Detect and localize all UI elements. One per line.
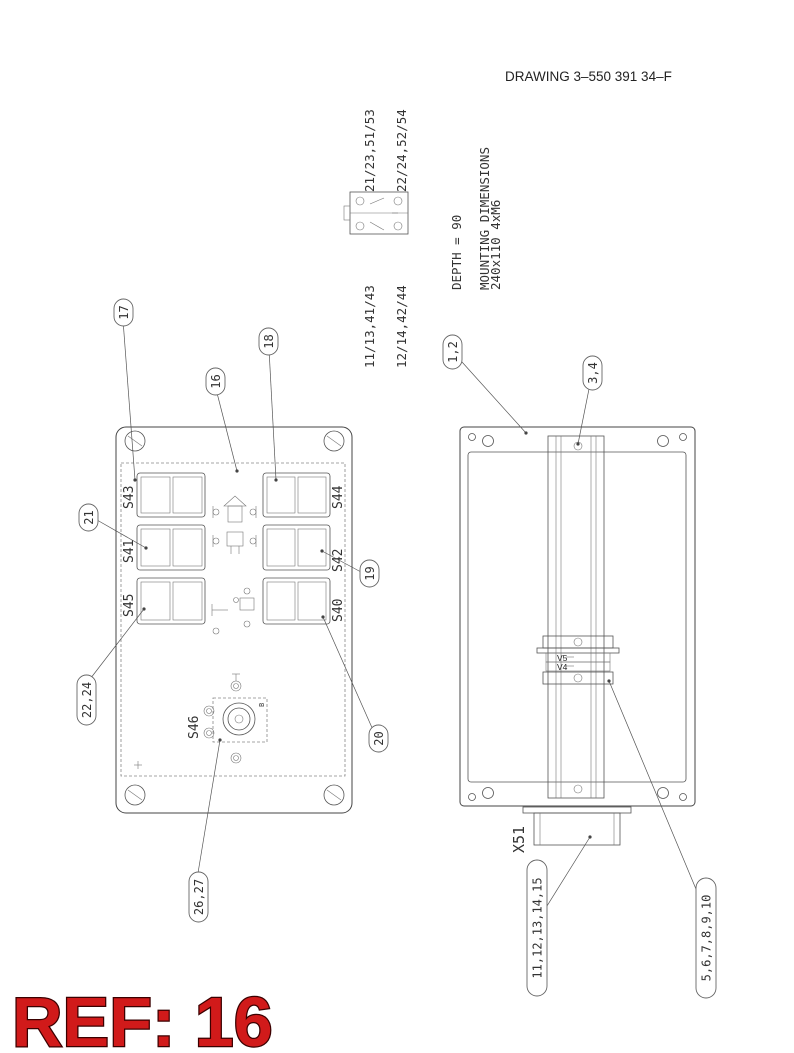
contact-block-symbol bbox=[343, 191, 409, 235]
button-s42 bbox=[262, 524, 331, 571]
svg-text:18: 18 bbox=[262, 334, 276, 348]
svg-text:11,12,13,14,15: 11,12,13,14,15 bbox=[531, 877, 545, 978]
enclosure-outline bbox=[459, 426, 696, 807]
button-s43 bbox=[136, 472, 206, 518]
label-s41: S41 bbox=[122, 540, 137, 563]
callout-17: 17 bbox=[113, 298, 134, 327]
label-s45: S45 bbox=[122, 594, 137, 617]
label-s43: S43 bbox=[122, 486, 137, 509]
svg-text:26,27: 26,27 bbox=[192, 879, 206, 915]
callout-5-10: 5,6,7,8,9,10 bbox=[695, 877, 717, 999]
panel-dashed-frame bbox=[120, 462, 346, 777]
callout-16: 16 bbox=[205, 367, 226, 396]
interior-view: V5 V4 X51 bbox=[459, 426, 696, 853]
callout-11-15: 11,12,13,14,15 bbox=[526, 859, 548, 997]
selector-s46: B bbox=[203, 673, 268, 764]
label-s46: S46 bbox=[187, 716, 202, 739]
connector-x51 bbox=[522, 806, 632, 846]
svg-text:17: 17 bbox=[117, 305, 131, 319]
button-s44 bbox=[262, 472, 331, 518]
panel-outline bbox=[115, 426, 353, 814]
mounting-holes bbox=[468, 433, 687, 801]
contact-label-bottom-left: 12/14,42/44 bbox=[394, 285, 409, 368]
button-s40 bbox=[262, 577, 331, 625]
svg-text:19: 19 bbox=[363, 566, 377, 580]
ref-label: REF: 16 bbox=[12, 983, 273, 1053]
front-panel-view: S43 S44 S41 S42 S45 S40 bbox=[115, 426, 353, 814]
label-s40: S40 bbox=[331, 599, 346, 622]
label-s44: S44 bbox=[331, 485, 346, 509]
contact-block: 11/13,41/43 12/14,42/44 21/23,51/53 22/2… bbox=[343, 109, 409, 368]
drawing-number: DRAWING 3–550 391 34–F bbox=[505, 69, 672, 84]
mounting-value: 240x110 4xM6 bbox=[488, 200, 503, 290]
terminal-blocks: V5 V4 bbox=[536, 635, 620, 685]
callouts: 17 18 16 21 19 22,24 20 26,27 bbox=[76, 298, 717, 999]
callout-3-4: 3,4 bbox=[582, 355, 603, 391]
svg-text:1,2: 1,2 bbox=[446, 341, 460, 363]
mounting-title: MOUNTING DIMENSIONS bbox=[477, 147, 492, 290]
din-rail bbox=[547, 435, 605, 799]
button-s45 bbox=[136, 577, 206, 625]
contact-label-top-right: 21/23,51/53 bbox=[362, 109, 377, 192]
callout-1-2: 1,2 bbox=[442, 334, 463, 370]
rail-label-v5: V5 bbox=[557, 653, 568, 663]
button-s41 bbox=[136, 524, 206, 571]
callout-18: 18 bbox=[258, 327, 279, 356]
svg-text:22,24: 22,24 bbox=[80, 682, 94, 718]
rail-label-v4: V4 bbox=[557, 662, 568, 672]
contact-label-top-left: 11/13,41/43 bbox=[362, 285, 377, 368]
svg-text:20: 20 bbox=[372, 731, 386, 745]
panel-screws bbox=[124, 430, 345, 806]
callout-19: 19 bbox=[359, 559, 380, 588]
connector-label: X51 bbox=[510, 826, 528, 853]
callout-21: 21 bbox=[78, 503, 99, 532]
callout-20: 20 bbox=[368, 724, 389, 753]
svg-text:5,6,7,8,9,10: 5,6,7,8,9,10 bbox=[700, 895, 714, 982]
callout-26-27: 26,27 bbox=[188, 871, 209, 923]
contact-label-bottom-right: 22/24,52/54 bbox=[394, 109, 409, 192]
svg-text:3,4: 3,4 bbox=[586, 362, 600, 384]
callout-22-24: 22,24 bbox=[76, 674, 97, 726]
svg-text:21: 21 bbox=[82, 510, 96, 524]
depth-note: DEPTH = 90 bbox=[449, 215, 464, 290]
center-symbols bbox=[211, 495, 257, 635]
enclosure-inner bbox=[467, 451, 687, 783]
selector-mark-b: B bbox=[258, 703, 266, 707]
svg-text:16: 16 bbox=[209, 374, 223, 388]
